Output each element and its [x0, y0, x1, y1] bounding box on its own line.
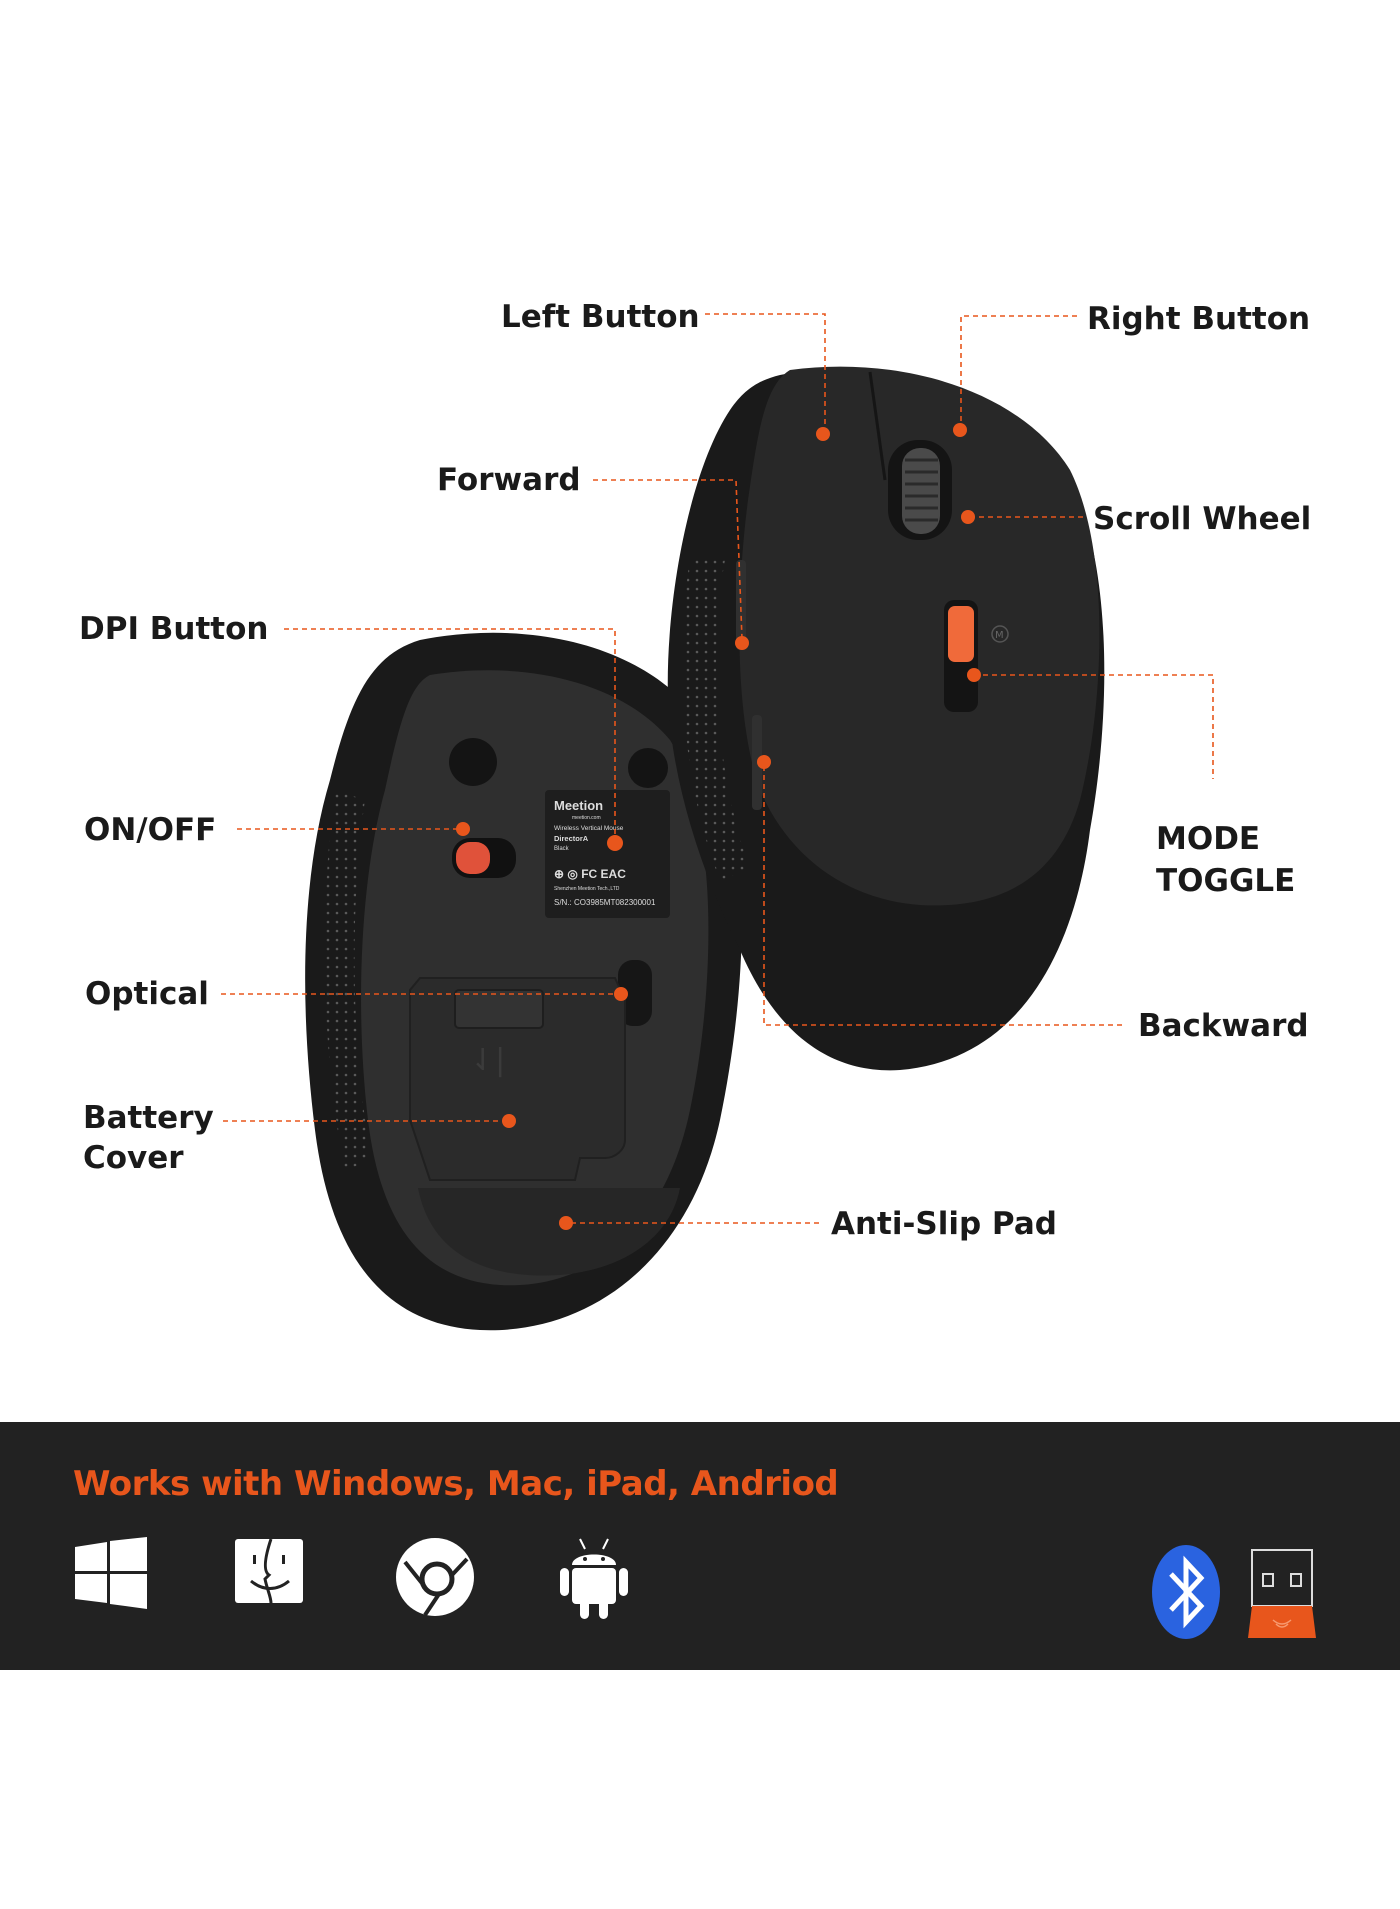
bluetooth-icon: [1152, 1545, 1220, 1639]
optical-sensor: [618, 960, 652, 1026]
callout-dots: [456, 423, 981, 1230]
callout-dot: [961, 510, 975, 524]
label-forward: Forward: [437, 462, 581, 498]
compatibility-title: Works with Windows, Mac, iPad, Andriod: [73, 1464, 839, 1504]
callout-dot: [757, 755, 771, 769]
label-scroll-wheel: Scroll Wheel: [1093, 501, 1311, 537]
forward-button: [736, 560, 746, 650]
scroll-wheel: [888, 440, 952, 540]
label-anti-slip-pad: Anti-Slip Pad: [831, 1206, 1057, 1242]
backward-button: [752, 715, 762, 810]
product-diagram: Meetion meetion.com Wireless Vertical Mo…: [79, 299, 1311, 1331]
mouse-top: M: [667, 366, 1105, 1071]
callout-dot: [607, 835, 623, 851]
label-left-button: Left Button: [501, 299, 700, 335]
svg-text:S/N.: CO3985MT082300001: S/N.: CO3985MT082300001: [554, 898, 656, 907]
windows-icon: [75, 1537, 147, 1609]
android-icon: [560, 1538, 628, 1619]
callout-dot: [816, 427, 830, 441]
callout-dot: [614, 987, 628, 1001]
callout-dot: [953, 423, 967, 437]
foot-pad: [628, 748, 668, 788]
svg-text:Meetion: Meetion: [554, 798, 603, 813]
finder-icon: [235, 1538, 303, 1604]
label-backward: Backward: [1138, 1008, 1309, 1044]
label-on-off: ON/OFF: [84, 812, 216, 848]
mode-toggle-button: [948, 606, 974, 662]
chrome-icon: [396, 1538, 474, 1617]
svg-text:Wireless Vertical Mouse: Wireless Vertical Mouse: [554, 825, 624, 832]
callout-dot: [559, 1216, 573, 1230]
anti-slip-pad: [418, 1188, 680, 1276]
label-mode-toggle-line1: MODE: [1156, 821, 1260, 857]
usb-receiver-icon: [1248, 1549, 1316, 1638]
compatibility-banner: Works with Windows, Mac, iPad, Andriod: [0, 1422, 1400, 1670]
svg-text:⇃|: ⇃|: [470, 1043, 505, 1078]
label-right-button: Right Button: [1087, 301, 1310, 337]
callout-dot: [735, 636, 749, 650]
mouse-underside: Meetion meetion.com Wireless Vertical Mo…: [305, 632, 742, 1331]
label-battery-cover-line1: Battery: [83, 1100, 214, 1136]
product-label: Meetion meetion.com Wireless Vertical Mo…: [545, 790, 670, 918]
label-dpi-button: DPI Button: [79, 611, 268, 647]
label-optical: Optical: [85, 976, 209, 1012]
svg-text:Black: Black: [554, 846, 570, 852]
label-mode-toggle-line2: TOGGLE: [1156, 863, 1295, 899]
callout-dot: [967, 668, 981, 682]
svg-text:⊕ ◎ FC EAC: ⊕ ◎ FC EAC: [554, 867, 626, 881]
callout-dot: [456, 822, 470, 836]
svg-text:meetion.com: meetion.com: [572, 815, 601, 821]
svg-text:Shenzhen Meetion Tech.,LTD: Shenzhen Meetion Tech.,LTD: [554, 886, 620, 892]
foot-pad: [449, 738, 497, 786]
callout-dot: [502, 1114, 516, 1128]
svg-text:M: M: [995, 630, 1004, 641]
svg-text:DirectorA: DirectorA: [554, 834, 589, 843]
label-battery-cover-line2: Cover: [83, 1140, 184, 1176]
leader-lines: [221, 313, 1214, 1224]
